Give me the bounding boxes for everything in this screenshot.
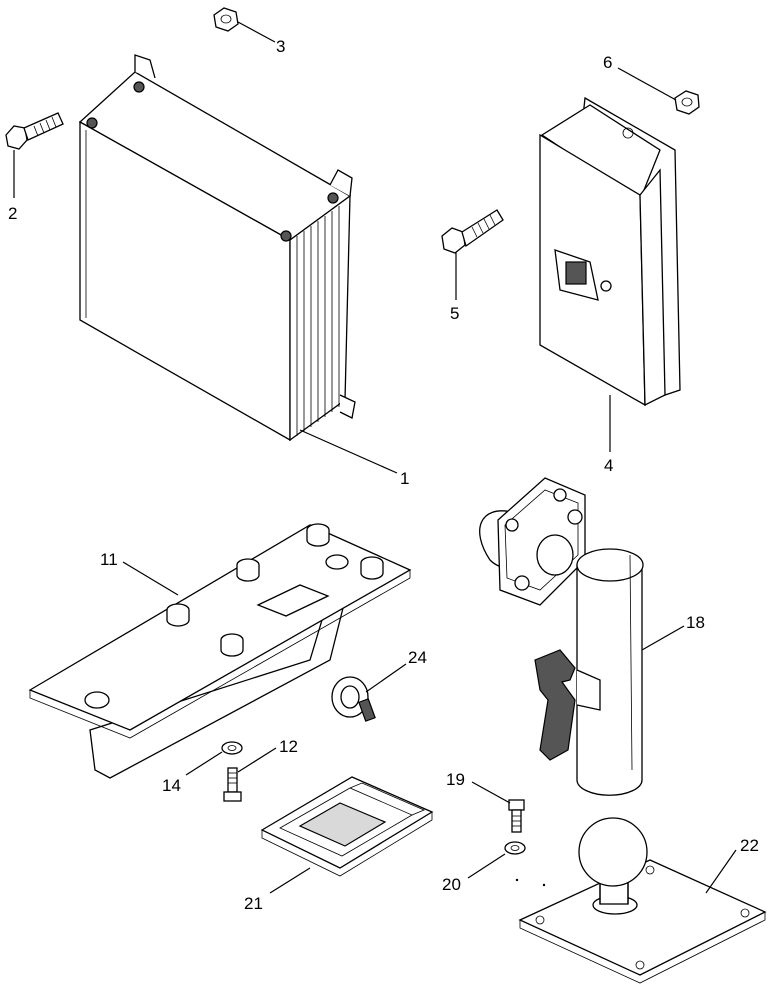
- speck: [542, 883, 546, 887]
- screw-19: [508, 799, 525, 833]
- mounting-arm: [479, 477, 644, 796]
- callout-18: 18: [686, 613, 705, 632]
- callout-6: 6: [603, 53, 612, 72]
- callout-22: 22: [740, 836, 759, 855]
- callout-14: 14: [162, 776, 181, 795]
- callout-1: 1: [400, 469, 409, 488]
- callout-20: 20: [442, 875, 461, 894]
- ball-base-plate: [518, 817, 767, 984]
- callout-19: 19: [446, 770, 465, 789]
- callout-2: 2: [8, 204, 17, 223]
- hex-bolt-2: [5, 112, 64, 150]
- washer-14: [221, 741, 243, 755]
- callout-24: 24: [408, 648, 427, 667]
- hex-nut-6: [674, 90, 700, 115]
- connector-box: [539, 96, 681, 407]
- washer-20: [504, 841, 526, 855]
- leader-lines: [13, 21, 737, 894]
- speck: [515, 878, 519, 882]
- callout-3: 3: [276, 37, 285, 56]
- hex-nut-3: [213, 7, 239, 32]
- clamp-collar: [331, 676, 376, 722]
- controller-housing: [78, 54, 356, 442]
- callout-12: 12: [279, 737, 298, 756]
- callout-21: 21: [244, 894, 263, 913]
- hex-bolt-5: [441, 209, 504, 254]
- callout-11: 11: [100, 550, 118, 569]
- callout-4: 4: [604, 456, 613, 475]
- callout-5: 5: [450, 304, 459, 323]
- memory-card: [260, 776, 434, 877]
- mounting-bracket: [28, 523, 412, 779]
- screw-12: [223, 767, 242, 802]
